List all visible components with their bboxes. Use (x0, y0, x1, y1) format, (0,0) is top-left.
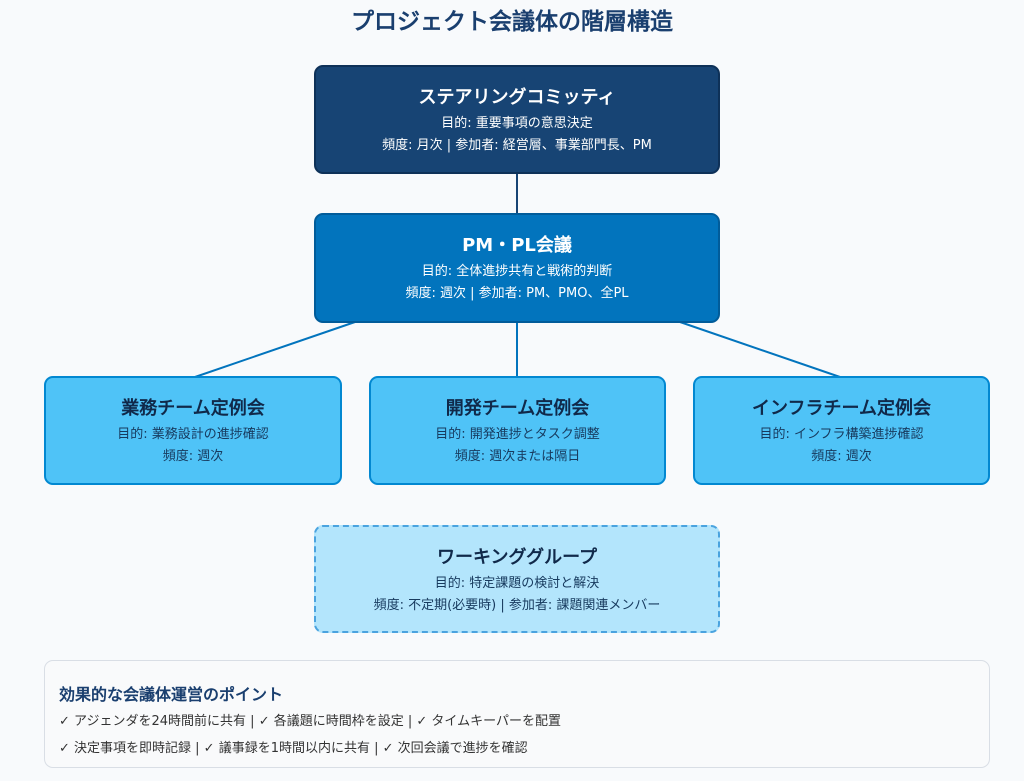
box-title: インフラチーム定例会 (752, 398, 931, 419)
pm-pl-meeting-box: PM・PL会議 目的: 全体進捗共有と戦術的判断 頻度: 週次 | 参加者: P… (314, 213, 720, 323)
box-detail: 頻度: 週次または隔日 (454, 449, 581, 464)
box-title: ワーキンググループ (436, 547, 598, 568)
box-purpose: 目的: 特定課題の検討と解決 (434, 576, 600, 591)
tips-line: ✓ 決定事項を即時記録 | ✓ 議事録を1時間以内に共有 | ✓ 次回会議で進捗… (59, 741, 528, 756)
box-detail: 頻度: 週次 (162, 449, 224, 464)
box-purpose: 目的: 重要事項の意思決定 (441, 116, 593, 131)
meeting-tips-panel: 効果的な会議体運営のポイント ✓ アジェンダを24時間前に共有 | ✓ 各議題に… (44, 660, 990, 768)
page-title: プロジェクト会議体の階層構造 (351, 9, 673, 35)
box-purpose: 目的: 全体進捗共有と戦術的判断 (421, 264, 613, 279)
box-detail: 頻度: 週次 (811, 449, 872, 464)
dev-team-box: 開発チーム定例会 目的: 開発進捗とタスク調整 頻度: 週次または隔日 (369, 376, 666, 485)
connector-pm-infra (679, 321, 841, 378)
box-title: ステアリングコミッティ (418, 87, 616, 108)
box-title: PM・PL会議 (462, 235, 572, 256)
box-purpose: 目的: 開発進捗とタスク調整 (435, 427, 600, 442)
box-detail: 頻度: 週次 | 参加者: PM、PMO、全PL (405, 286, 629, 301)
steering-committee-box: ステアリングコミッティ 目的: 重要事項の意思決定 頻度: 月次 | 参加者: … (314, 65, 720, 174)
box-purpose: 目的: 業務設計の進捗確認 (117, 427, 269, 442)
box-title: 業務チーム定例会 (121, 398, 265, 419)
infra-team-box: インフラチーム定例会 目的: インフラ構築進捗確認 頻度: 週次 (693, 376, 990, 485)
box-detail: 頻度: 不定期(必要時) | 参加者: 課題関連メンバー (373, 598, 661, 613)
business-team-box: 業務チーム定例会 目的: 業務設計の進捗確認 頻度: 週次 (44, 376, 342, 485)
box-title: 開発チーム定例会 (445, 398, 590, 419)
connector-pm-business (194, 321, 356, 378)
box-detail: 頻度: 月次 | 参加者: 経営層、事業部門長、PM (382, 138, 652, 153)
working-group-box: ワーキンググループ 目的: 特定課題の検討と解決 頻度: 不定期(必要時) | … (314, 525, 720, 633)
box-purpose: 目的: インフラ構築進捗確認 (759, 427, 924, 442)
tips-heading: 効果的な会議体運営のポイント (59, 685, 284, 704)
tips-line: ✓ アジェンダを24時間前に共有 | ✓ 各議題に時間枠を設定 | ✓ タイムキ… (59, 714, 561, 729)
